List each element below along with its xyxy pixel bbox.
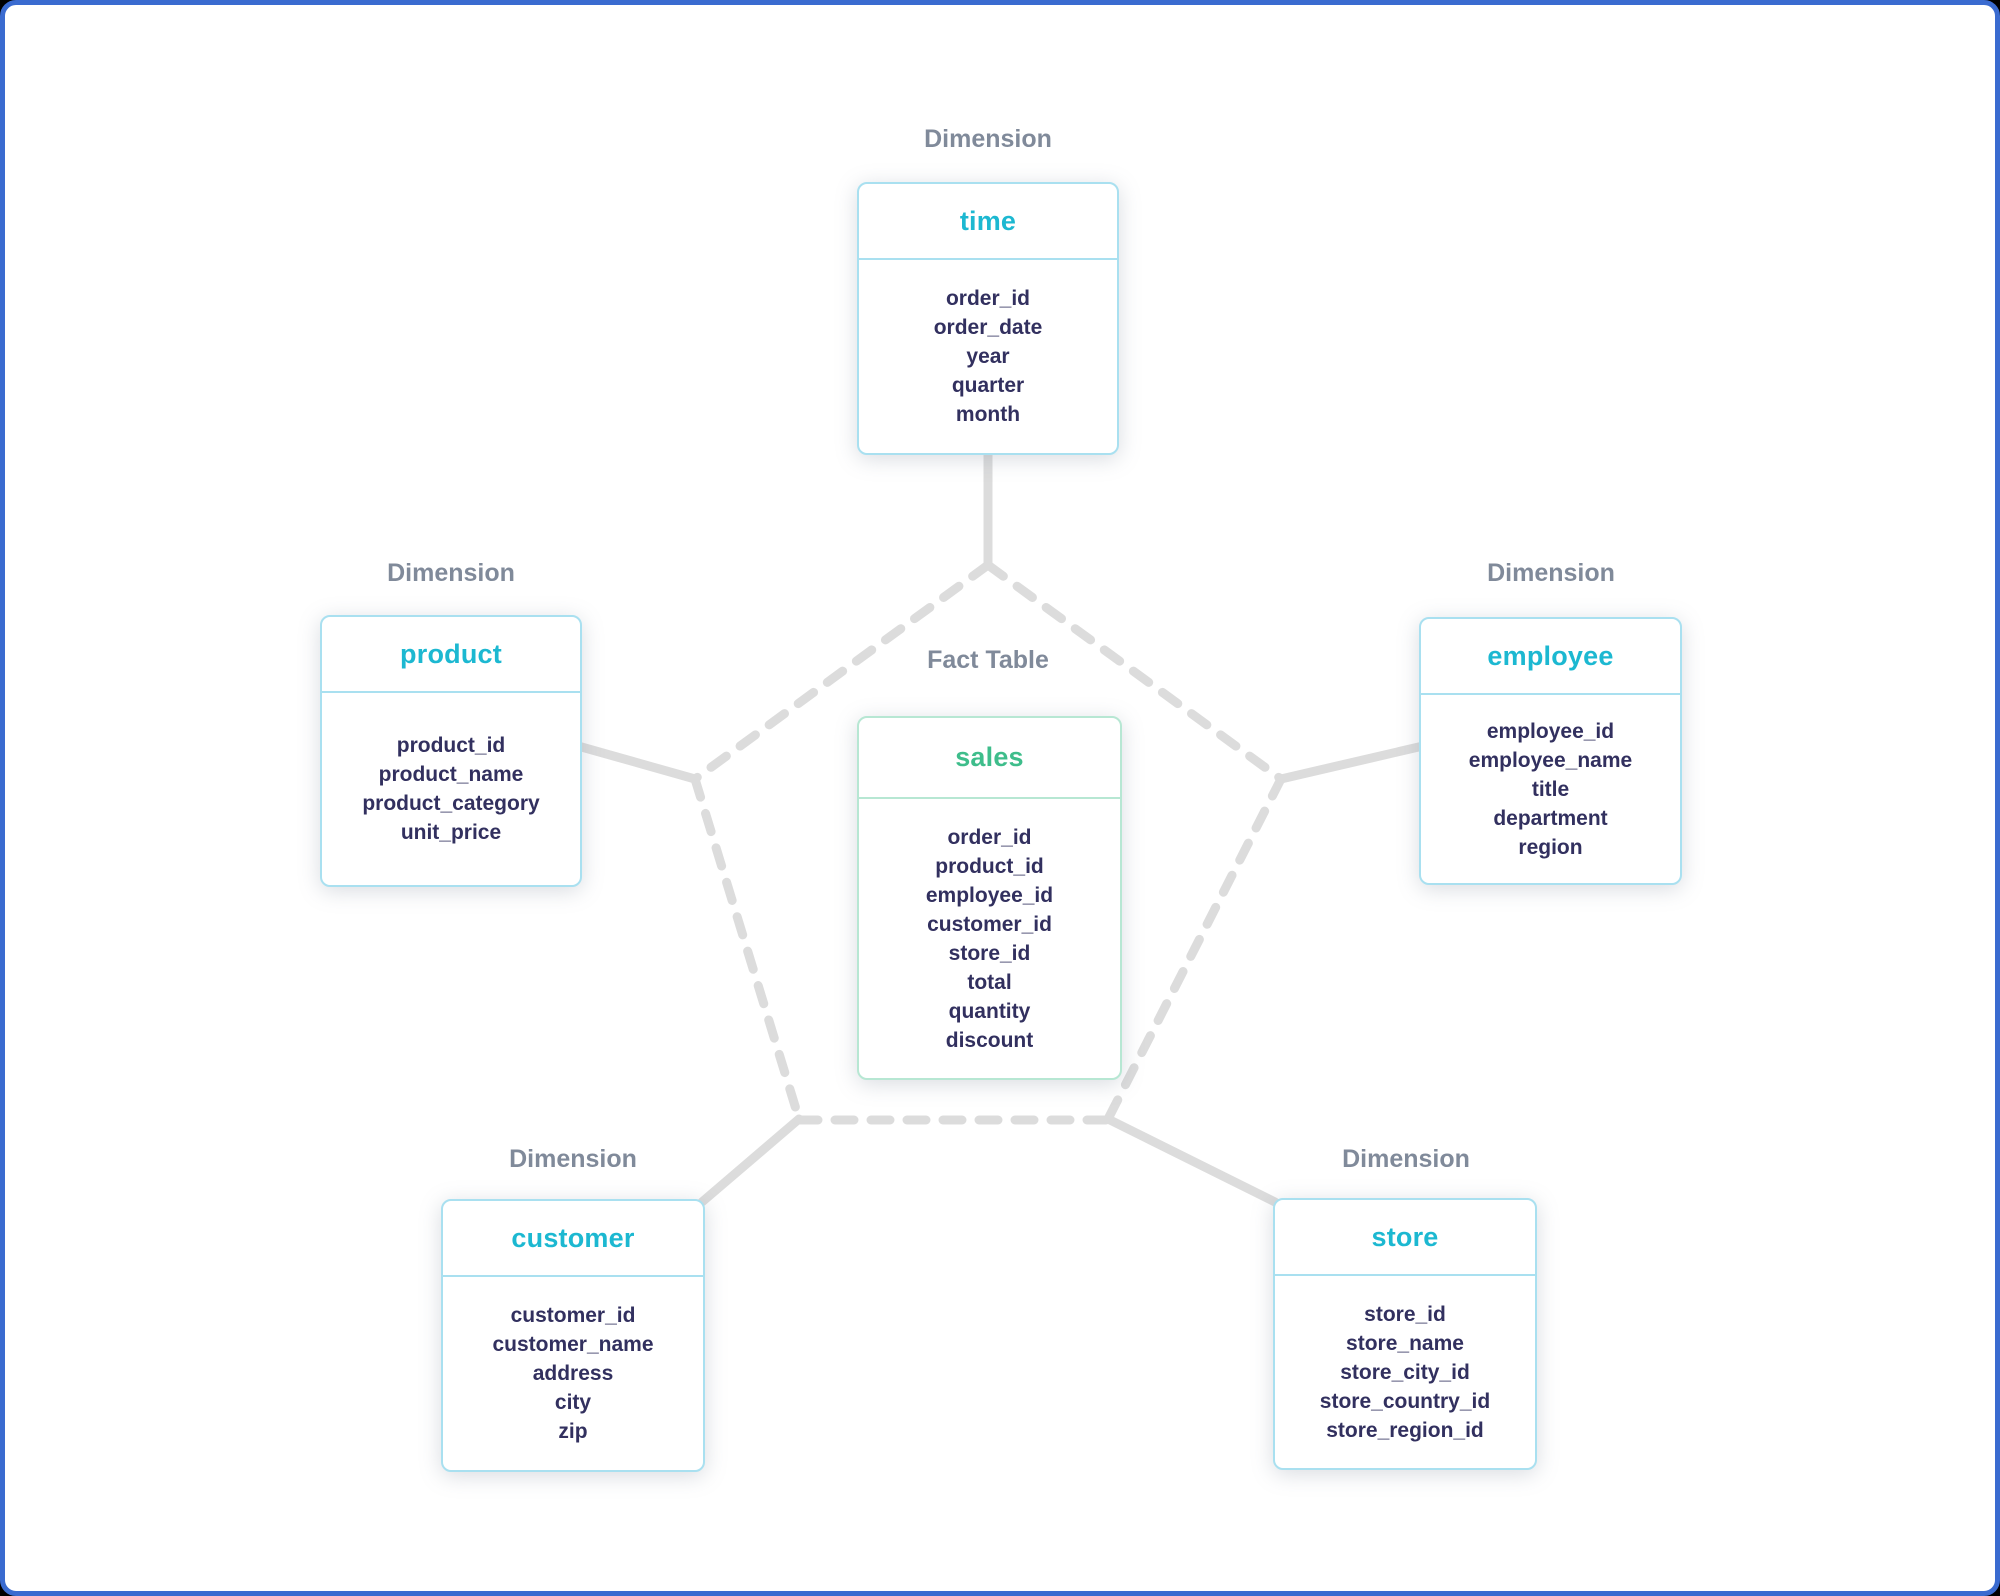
field-row: city <box>554 1391 592 1414</box>
field-row: month <box>955 403 1021 426</box>
field-row: quarter <box>951 374 1025 397</box>
field-row: store_id <box>1364 1302 1446 1326</box>
table-sales-header: sales <box>859 718 1120 799</box>
table-customer-fields: customer_id customer_name address city z… <box>443 1277 703 1470</box>
field-row: discount <box>945 1028 1034 1052</box>
field-row: zip <box>558 1420 588 1443</box>
pentagon-edge-left-bottom <box>690 774 804 1124</box>
table-employee-fields: employee_id employee_name title departme… <box>1421 695 1680 883</box>
field-row: title <box>1531 777 1570 801</box>
field-row: quantity <box>948 999 1031 1023</box>
field-row: product_name <box>378 763 524 786</box>
table-product-fields: product_id product_name product_category… <box>322 693 580 885</box>
dimension-label-top: Dimension <box>924 125 1052 153</box>
table-store-header: store <box>1275 1200 1535 1276</box>
field-row: order_id <box>947 825 1032 849</box>
connector-employee-solid <box>1276 741 1428 784</box>
table-store-fields: store_id store_name store_city_id store_… <box>1275 1276 1535 1468</box>
field-row: employee_id <box>925 883 1054 907</box>
fact-table-label: Fact Table <box>927 646 1049 674</box>
table-store: store store_id store_name store_city_id … <box>1273 1198 1537 1470</box>
table-sales: sales order_id product_id employee_id cu… <box>857 716 1122 1080</box>
field-row: store_city_id <box>1340 1360 1470 1384</box>
connector-store-solid <box>1103 1114 1280 1207</box>
field-row: address <box>532 1362 614 1385</box>
field-row: product_category <box>362 792 540 815</box>
table-time-header: time <box>859 184 1117 260</box>
connector-customer-solid <box>697 1114 804 1207</box>
table-employee-header: employee <box>1421 619 1680 695</box>
connector-product-solid <box>573 741 700 784</box>
field-row: store_region_id <box>1326 1418 1484 1442</box>
table-product: product product_id product_name product_… <box>320 615 582 887</box>
pentagon-edge-right-bottom <box>1103 774 1286 1124</box>
table-customer-header: customer <box>443 1201 703 1277</box>
field-row: customer_id <box>927 912 1052 936</box>
dimension-label-right: Dimension <box>1487 559 1615 587</box>
table-time: time order_id order_date year quarter mo… <box>857 182 1119 455</box>
field-row: order_date <box>933 316 1043 339</box>
field-row: employee_id <box>1486 719 1615 743</box>
field-row: product_id <box>396 734 506 757</box>
field-row: region <box>1518 835 1583 859</box>
table-employee: employee employee_id employee_name title… <box>1419 617 1682 885</box>
table-time-fields: order_id order_date year quarter month <box>859 260 1117 453</box>
field-row: year <box>966 345 1010 368</box>
field-row: employee_name <box>1468 748 1633 772</box>
field-row: customer_id <box>510 1304 636 1327</box>
field-row: order_id <box>945 287 1031 310</box>
table-customer: customer customer_id customer_name addre… <box>441 1199 705 1472</box>
field-row: store_country_id <box>1319 1389 1491 1413</box>
field-row: product_id <box>935 854 1044 878</box>
field-row: department <box>1493 806 1608 830</box>
field-row: store_id <box>948 941 1031 965</box>
pentagon-edge-apex-right <box>983 560 1286 784</box>
dimension-label-left: Dimension <box>387 559 515 587</box>
field-row: unit_price <box>400 821 502 844</box>
field-row: store_name <box>1346 1331 1464 1355</box>
table-sales-fields: order_id product_id employee_id customer… <box>859 799 1120 1078</box>
field-row: total <box>967 970 1012 994</box>
dimension-label-bottom-right: Dimension <box>1342 1145 1470 1173</box>
field-row: customer_name <box>492 1333 654 1356</box>
pentagon-edge-apex-left <box>690 560 993 784</box>
table-product-header: product <box>322 617 580 693</box>
dimension-label-bottom-left: Dimension <box>509 1145 637 1173</box>
